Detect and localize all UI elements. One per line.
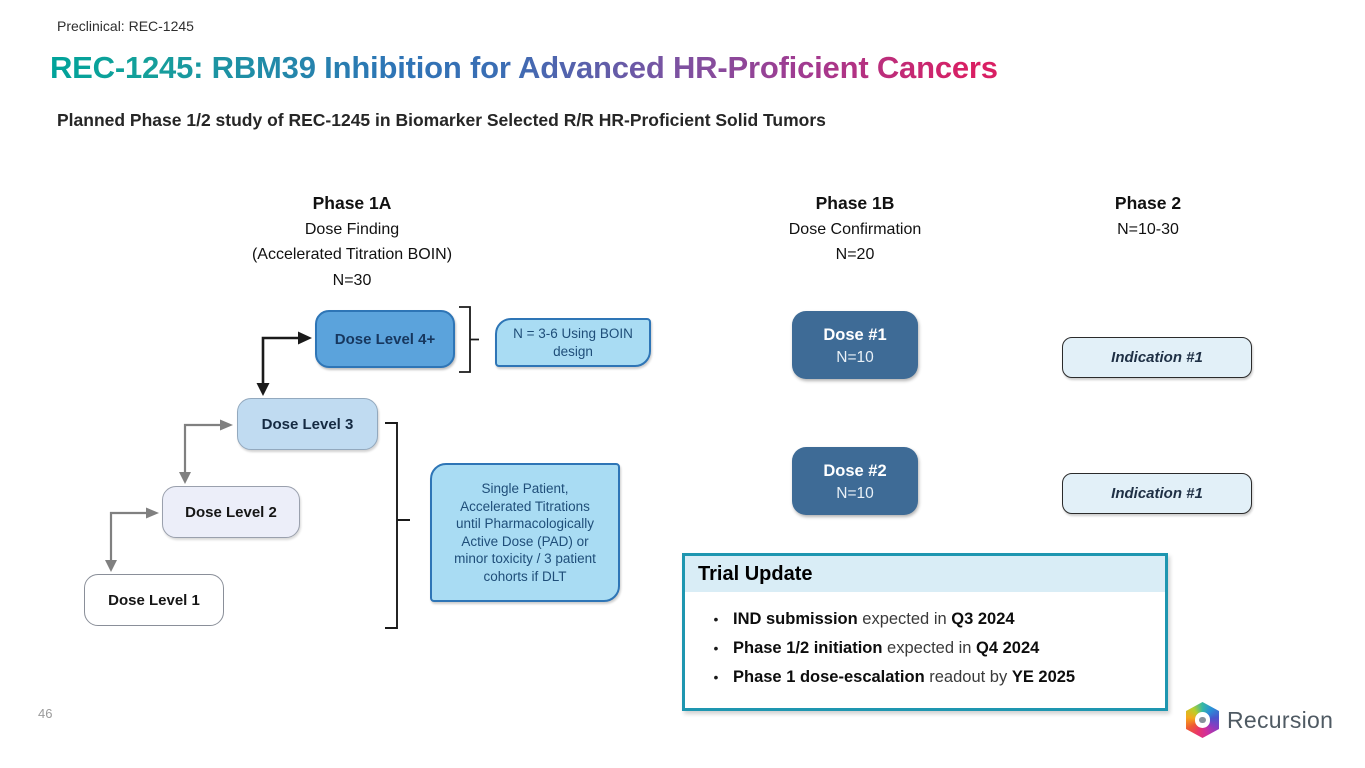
logo-center-dot (1199, 716, 1206, 724)
bullet2-mid: expected in (882, 639, 977, 657)
arrow-dl3-to-dl4 (256, 331, 312, 396)
phase1a-line2: (Accelerated Titration BOIN) (251, 246, 453, 263)
trial-update-panel: Trial Update IND submission expected in … (682, 553, 1168, 711)
phase1a-line1: Dose Finding (304, 220, 400, 238)
dose1-title: Dose #1 (823, 325, 887, 344)
dose2-title: Dose #2 (823, 461, 887, 480)
recursion-logo-text: Recursion (1227, 706, 1334, 733)
bullet1-mid: expected in (857, 610, 952, 628)
bullet2-date: Q4 2024 (976, 639, 1040, 657)
phase2-indication1-box: Indication #1 (1062, 337, 1252, 378)
recursion-hexagon-icon (1186, 702, 1219, 738)
bracket-dose-levels (385, 422, 410, 629)
bullet1-date: Q3 2024 (951, 610, 1015, 628)
phase1b-dose2-box: Dose #2 N=10 (792, 447, 918, 515)
bullet2-bold: Phase 1/2 initiation (733, 639, 883, 657)
bullet3-mid: readout by (924, 668, 1012, 686)
phase1b-line2: N=20 (835, 246, 875, 263)
eyebrow-label: Preclinical: REC-1245 (57, 18, 194, 34)
phase1a-header: Phase 1A Dose Finding (Accelerated Titra… (192, 191, 512, 293)
bullet3-bold: Phase 1 dose-escalation (733, 668, 925, 686)
phase2-title: Phase 2 (1114, 193, 1182, 213)
trial-update-title: Trial Update (685, 556, 1165, 592)
recursion-logo: Recursion (1186, 702, 1333, 738)
phase1b-header: Phase 1B Dose Confirmation N=20 (755, 191, 955, 268)
phase1b-title: Phase 1B (815, 193, 895, 213)
arrow-dl1-to-dl2 (105, 507, 159, 572)
phase2-header: Phase 2 N=10-30 (1068, 191, 1228, 242)
dose-level-4-box: Dose Level 4+ (315, 310, 455, 368)
bullet3-date: YE 2025 (1011, 668, 1076, 686)
slide-subtitle: Planned Phase 1/2 study of REC-1245 in B… (57, 110, 826, 130)
trial-update-body: IND submission expected in Q3 2024 Phase… (685, 592, 1165, 692)
bullet1-bold: IND submission (733, 610, 858, 628)
trial-update-bullet-1: IND submission expected in Q3 2024 (699, 605, 1155, 634)
phase1a-title: Phase 1A (312, 193, 392, 213)
trial-update-bullet-2: Phase 1/2 initiation expected in Q4 2024 (699, 634, 1155, 663)
arrow-dl2-to-dl3 (179, 419, 233, 484)
slide-title: REC-1245: RBM39 Inhibition for Advanced … (50, 50, 998, 85)
phase1b-line1: Dose Confirmation (788, 220, 922, 238)
single-patient-callout: Single Patient, Accelerated Titrations u… (430, 463, 620, 602)
boin-callout: N = 3-6 Using BOIN design (495, 318, 651, 367)
dose-level-1-box: Dose Level 1 (84, 574, 224, 626)
dose-level-3-box: Dose Level 3 (237, 398, 378, 450)
phase2-line1: N=10-30 (1117, 220, 1179, 238)
dose1-n: N=10 (836, 348, 874, 366)
phase1a-line3: N=30 (332, 271, 372, 289)
page-number: 46 (38, 706, 53, 721)
phase2-indication2-box: Indication #1 (1062, 473, 1252, 514)
dose-level-2-box: Dose Level 2 (162, 486, 300, 538)
trial-update-bullet-3: Phase 1 dose-escalation readout by YE 20… (699, 663, 1155, 692)
bracket-dose4 (459, 306, 479, 373)
phase1b-dose1-box: Dose #1 N=10 (792, 311, 918, 379)
dose2-n: N=10 (836, 484, 874, 502)
